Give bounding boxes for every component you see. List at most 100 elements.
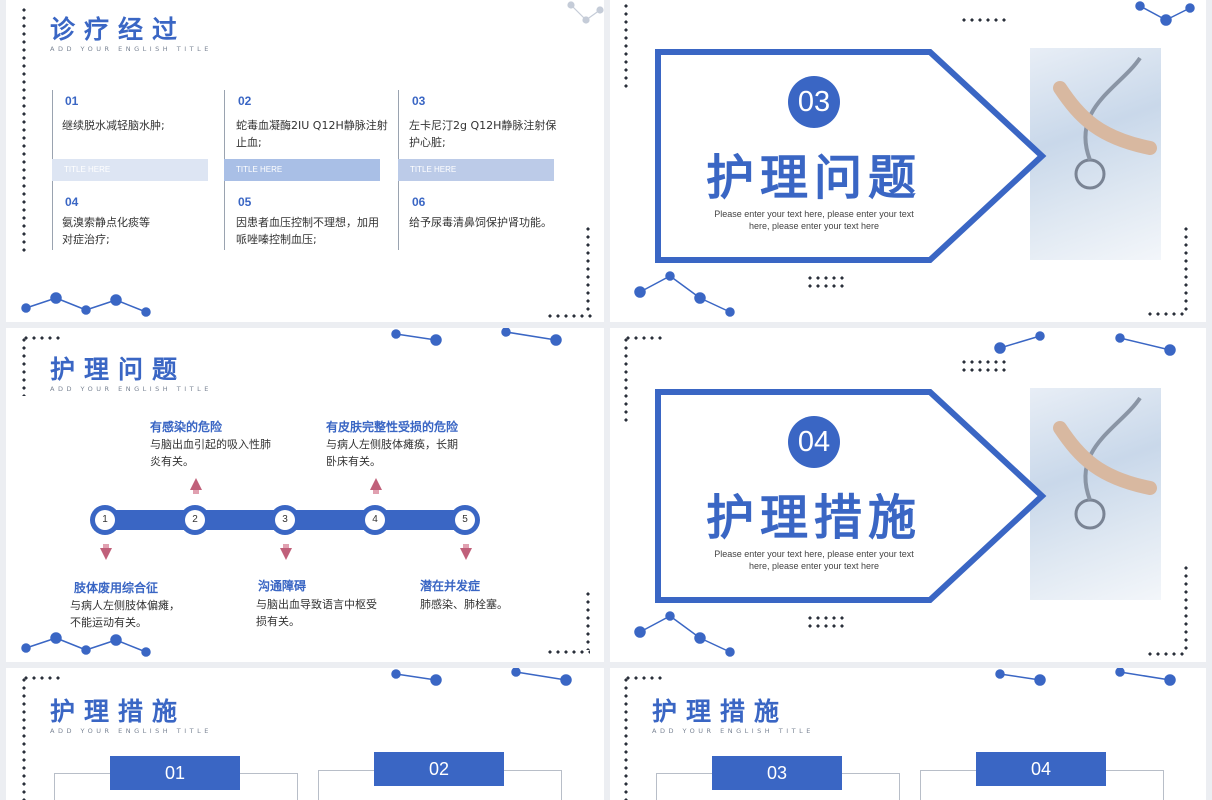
dotted-border-bottom [1146, 312, 1186, 316]
molecule-decoration-icon [21, 292, 151, 317]
problem-title: 肢体废用综合征 [74, 581, 159, 595]
measure-tab: 01 [110, 756, 240, 790]
slide-title: 护理问题 [50, 355, 187, 384]
slide-subtitle: ADD YOUR ENGLISH TITLE [50, 727, 212, 735]
arrow-frame [655, 389, 1047, 603]
dotted-border-top [624, 336, 664, 340]
arrow-down-icon [280, 544, 292, 560]
arrow-up-icon [370, 478, 382, 494]
item-number: 05 [238, 195, 252, 209]
timeline-node: 4 [360, 505, 390, 535]
dotted-border-top [22, 676, 62, 680]
item-text: 因患者血压控制不理想，加用哌唑嗪控制血压; [236, 216, 379, 246]
item-text: 左卡尼汀2g Q12H静脉注射保护心脏; [409, 119, 557, 149]
slide-title: 护理措施 [652, 697, 789, 726]
dotted-row [960, 368, 1010, 372]
slide-subtitle: ADD YOUR ENGLISH TITLE [652, 727, 814, 735]
molecule-decoration-icon [391, 668, 572, 686]
molecule-decoration-icon [1135, 1, 1195, 26]
item-text: 给予尿毒清鼻饲保护肾功能。 [409, 216, 552, 229]
dotted-border-left [22, 676, 26, 800]
dotted-row [960, 18, 1010, 22]
section-title: 护理措施 [706, 490, 923, 546]
dotted-border-left [22, 6, 26, 256]
molecule-decoration-icon [994, 331, 1176, 356]
dotted-row [806, 276, 848, 280]
stethoscope-icon [1053, 396, 1157, 530]
slide-title: 护理措施 [50, 697, 187, 726]
placeholder-text: Please enter your text here, please ente… [714, 209, 914, 231]
measure-tab: 04 [976, 752, 1106, 786]
slide-subtitle: ADD YOUR ENGLISH TITLE [50, 385, 212, 393]
slide-subtitle: ADD YOUR ENGLISH TITLE [50, 45, 212, 53]
stethoscope-icon [1053, 56, 1157, 190]
item-number: 06 [412, 195, 426, 209]
title-bar: TITLE HERE [52, 159, 208, 181]
dotted-border-top [22, 336, 62, 340]
slide-section-04[interactable]: 04 护理措施 Please enter your text here, ple… [610, 328, 1206, 662]
dotted-row [806, 616, 848, 620]
doctor-stethoscope-photo [1030, 48, 1161, 260]
timeline-node: 1 [90, 505, 120, 535]
dotted-border-bottom [546, 314, 596, 318]
molecule-decoration-icon [21, 632, 151, 657]
section-number-badge: 03 [788, 76, 840, 128]
item-number: 03 [412, 94, 426, 108]
arrow-frame [655, 49, 1047, 263]
dotted-border-right [1184, 225, 1188, 311]
arrow-down-icon [100, 544, 112, 560]
problem-title: 沟通障碍 [258, 579, 307, 593]
section-title: 护理问题 [706, 150, 923, 206]
timeline-node: 3 [270, 505, 300, 535]
molecule-decoration-icon [634, 271, 735, 317]
slide-diagnosis-treatment[interactable]: 诊疗经过 ADD YOUR ENGLISH TITLE 01 继续脱水减轻脑水肿… [6, 0, 604, 322]
dotted-row [960, 360, 1010, 364]
dotted-border-left [624, 676, 628, 800]
dotted-border-bottom [1146, 652, 1186, 656]
dotted-border-right [586, 225, 590, 311]
problem-text: 肺感染、肺栓塞。 [420, 598, 508, 611]
placeholder-text: Please enter your text here, please ente… [714, 549, 914, 571]
item-text: 蛇毒血凝酶2IU Q12H静脉注射止血; [236, 119, 388, 149]
doctor-stethoscope-photo [1030, 388, 1161, 600]
problem-text: 与脑出血导致语言中枢受损有关。 [256, 598, 377, 628]
item-text: 继续脱水减轻脑水肿; [62, 119, 165, 132]
dotted-row [806, 284, 848, 288]
timeline-node: 5 [450, 505, 480, 535]
arrow-up-icon [190, 478, 202, 494]
measure-tab: 03 [712, 756, 842, 790]
dotted-border-right [1184, 564, 1188, 650]
measure-tab: 02 [374, 752, 504, 786]
problem-title: 有皮肤完整性受损的危险 [326, 420, 459, 434]
item-text: 氨溴索静点化痰等对症治疗; [62, 216, 150, 246]
problem-title: 潜在并发症 [420, 579, 481, 593]
problem-text: 与病人左侧肢体偏瘫，不能运动有关。 [70, 599, 180, 629]
dotted-border-left [22, 336, 26, 396]
molecule-decoration-icon [567, 1, 604, 24]
slide-nursing-measures-1[interactable]: 护理措施 ADD YOUR ENGLISH TITLE 01 02 [6, 668, 604, 800]
section-number-badge: 04 [788, 416, 840, 468]
title-bar: TITLE HERE [224, 159, 380, 181]
slide-title: 诊疗经过 [50, 15, 187, 44]
slide-section-03[interactable]: 03 护理问题 Please enter your text here, ple… [610, 0, 1206, 322]
problem-text: 与脑出血引起的吸入性肺炎有关。 [150, 438, 271, 468]
molecule-decoration-icon [634, 611, 735, 657]
dotted-border-left [624, 336, 628, 422]
slide-nursing-problems[interactable]: 护理问题 ADD YOUR ENGLISH TITLE 1 2 3 4 5 有感… [6, 328, 604, 662]
slide-nursing-measures-2[interactable]: 护理措施 ADD YOUR ENGLISH TITLE 03 04 [610, 668, 1206, 800]
timeline-node: 2 [180, 505, 210, 535]
problem-title: 有感染的危险 [150, 420, 223, 434]
problem-text: 与病人左侧肢体瘫痪，长期卧床有关。 [326, 438, 458, 468]
title-bar: TITLE HERE [398, 159, 554, 181]
item-number: 04 [65, 195, 79, 209]
dotted-row [806, 624, 848, 628]
item-number: 02 [238, 94, 252, 108]
molecule-decoration-icon [391, 328, 562, 346]
molecule-decoration-icon [995, 668, 1176, 686]
dotted-border-left [624, 2, 628, 88]
item-number: 01 [65, 94, 79, 108]
dotted-border-right [586, 590, 590, 650]
arrow-down-icon [460, 544, 472, 560]
dotted-border-top [624, 676, 664, 680]
dotted-border-bottom [546, 650, 590, 654]
